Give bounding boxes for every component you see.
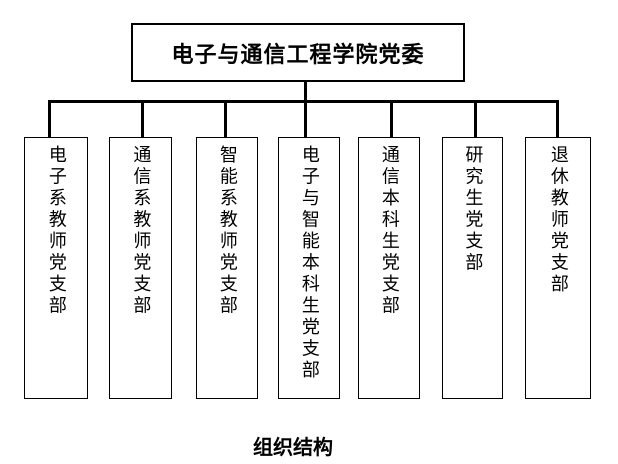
branch-label-6: 研究生党支部 xyxy=(463,145,484,274)
branch-box-3: 智能系教师党支部 xyxy=(196,137,258,399)
caption: 组织结构 xyxy=(253,437,333,459)
root-title: 电子与通信工程学院党委 xyxy=(171,41,425,67)
connector-drop-3 xyxy=(224,103,227,138)
connector-drop-5 xyxy=(390,103,393,138)
branch-box-2: 通信系教师党支部 xyxy=(109,137,172,399)
branch-label-5: 通信本科生党支部 xyxy=(379,145,400,317)
connector-drop-2 xyxy=(141,103,144,138)
branch-label-1: 电子系教师党支部 xyxy=(46,145,67,317)
connector-drop-6 xyxy=(474,103,477,138)
connector-drop-1 xyxy=(48,103,51,138)
connector-drop-7 xyxy=(556,103,559,138)
branch-box-4: 电子与智能本科生党支部 xyxy=(278,137,340,399)
branch-label-7: 退休教师党支部 xyxy=(548,145,569,296)
branch-box-6: 研究生党支部 xyxy=(442,137,503,399)
branch-box-7: 退休教师党支部 xyxy=(525,137,591,399)
org-chart-root-box: 电子与通信工程学院党委 xyxy=(131,23,465,82)
connector-horizontal xyxy=(48,100,559,103)
branch-label-4: 电子与智能本科生党支部 xyxy=(299,145,320,382)
connector-drop-4 xyxy=(304,103,307,138)
branch-label-3: 智能系教师党支部 xyxy=(217,145,238,317)
connector-stub xyxy=(304,81,307,101)
branch-label-2: 通信系教师党支部 xyxy=(131,145,152,317)
branch-box-1: 电子系教师党支部 xyxy=(24,137,88,399)
branch-box-5: 通信本科生党支部 xyxy=(358,137,420,399)
